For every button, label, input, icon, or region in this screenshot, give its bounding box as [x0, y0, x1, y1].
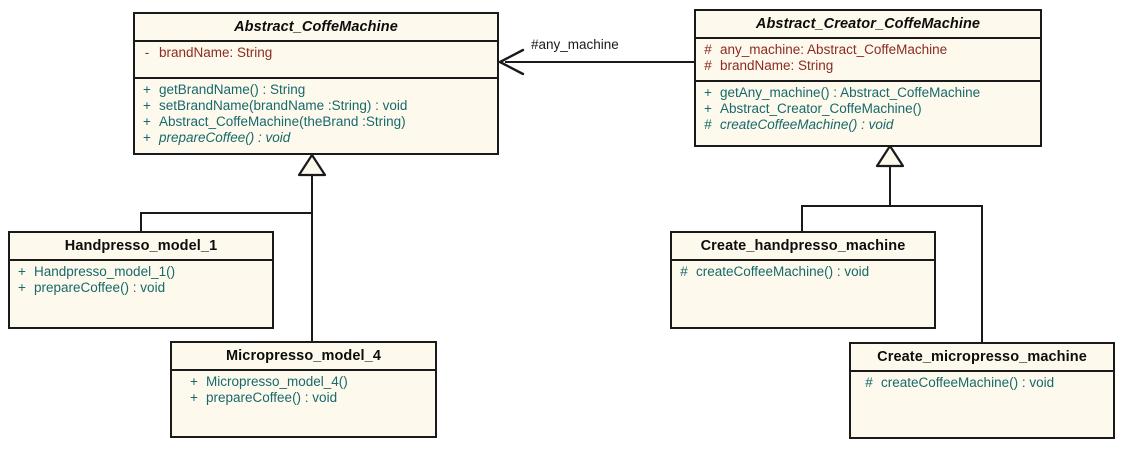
generalization-trunk-right: [889, 163, 891, 207]
class-separator: [696, 80, 1040, 82]
methods-compartment: # createCoffeeMachine() : void: [672, 261, 934, 283]
visibility-marker: +: [143, 82, 151, 97]
method-label: Handpresso_model_1(): [34, 264, 176, 279]
generalization-crossbar-right: [801, 205, 983, 207]
class-box-abstract-creator-coffemachine[interactable]: Abstract_Creator_CoffeMachine # any_mach…: [694, 9, 1042, 147]
attribute-row: # brandName: String: [696, 58, 1040, 74]
methods-compartment: + getAny_machine() : Abstract_CoffeMachi…: [696, 82, 1040, 136]
class-separator: [135, 77, 497, 79]
class-title-handpresso-model-1: Handpresso_model_1: [64, 238, 218, 254]
class-box-abstract-coffemachine[interactable]: Abstract_CoffeMachine - brandName: Strin…: [133, 12, 499, 155]
generalization-drop-micropresso: [311, 212, 313, 342]
methods-compartment: + getBrandName() : String + setBrandName…: [135, 79, 497, 149]
visibility-marker: #: [704, 42, 712, 57]
attribute-label: brandName: String: [159, 45, 273, 60]
class-separator: [10, 259, 272, 261]
class-box-handpresso-model-1[interactable]: Handpresso_model_1 + Handpresso_model_1(…: [8, 231, 274, 329]
methods-compartment: + Micropresso_model_4() + prepareCoffee(…: [172, 371, 435, 409]
method-row: + prepareCoffee() : void: [182, 390, 435, 406]
generalization-trunk-left: [311, 172, 313, 214]
visibility-marker: +: [190, 374, 198, 389]
method-label: Micropresso_model_4(): [206, 374, 348, 389]
visibility-marker: #: [704, 58, 712, 73]
attributes-compartment: # any_machine: Abstract_CoffeMachine # b…: [696, 39, 1040, 80]
visibility-marker: +: [143, 98, 151, 113]
attribute-row: - brandName: String: [135, 45, 497, 61]
visibility-marker: -: [144, 45, 150, 60]
method-row: # createCoffeeMachine() : void: [672, 264, 934, 280]
method-label: getAny_machine() : Abstract_CoffeMachine: [720, 85, 981, 100]
generalization-drop-create-micropresso: [981, 205, 983, 343]
method-label: createCoffeeMachine() : void: [881, 375, 1055, 390]
class-separator: [696, 37, 1040, 39]
method-label: getBrandName() : String: [159, 82, 306, 97]
method-row: + setBrandName(brandName :String) : void: [135, 98, 497, 114]
class-title-abstract-creator-coffemachine: Abstract_Creator_CoffeMachine: [755, 16, 981, 32]
attributes-compartment: - brandName: String: [135, 42, 497, 77]
method-label: prepareCoffee() : void: [206, 390, 338, 405]
method-row: + prepareCoffee() : void: [10, 280, 272, 296]
method-row: + getAny_machine() : Abstract_CoffeMachi…: [696, 85, 1040, 101]
visibility-marker: +: [18, 264, 26, 279]
visibility-marker: +: [704, 85, 712, 100]
class-title-create-micropresso-machine: Create_micropresso_machine: [877, 349, 1087, 365]
method-label: createCoffeeMachine() : void: [720, 117, 894, 132]
method-row: + Abstract_Creator_CoffeMachine(): [696, 101, 1040, 117]
method-row: + Handpresso_model_1(): [10, 264, 272, 280]
class-separator: [672, 259, 934, 261]
method-row: + getBrandName() : String: [135, 82, 497, 98]
methods-compartment: # createCoffeeMachine() : void: [851, 372, 1113, 394]
method-row: + prepareCoffee() : void: [135, 130, 497, 146]
attribute-label: any_machine: Abstract_CoffeMachine: [720, 42, 948, 57]
class-title-micropresso-model-4: Micropresso_model_4: [225, 348, 381, 364]
attribute-label: brandName: String: [720, 58, 834, 73]
method-row: + Micropresso_model_4(): [182, 374, 435, 390]
method-label: Abstract_Creator_CoffeMachine(): [720, 101, 922, 116]
association-label-any-machine: #any_machine: [531, 37, 619, 52]
method-row: # createCoffeeMachine() : void: [857, 375, 1113, 391]
class-box-create-micropresso-machine[interactable]: Create_micropresso_machine # createCoffe…: [849, 342, 1115, 439]
class-title-abstract-coffemachine: Abstract_CoffeMachine: [234, 19, 398, 35]
visibility-marker: #: [680, 264, 688, 279]
class-separator: [851, 370, 1113, 372]
visibility-marker: #: [865, 375, 873, 390]
visibility-marker: +: [143, 114, 151, 129]
class-box-create-handpresso-machine[interactable]: Create_handpresso_machine # createCoffee…: [670, 231, 936, 329]
visibility-marker: +: [704, 101, 712, 116]
visibility-marker: #: [704, 117, 712, 132]
method-label: Abstract_CoffeMachine(theBrand :String): [159, 114, 406, 129]
method-label: setBrandName(brandName :String) : void: [159, 98, 408, 113]
class-box-micropresso-model-4[interactable]: Micropresso_model_4 + Micropresso_model_…: [170, 341, 437, 438]
method-row: + Abstract_CoffeMachine(theBrand :String…: [135, 114, 497, 130]
generalization-drop-create-handpresso: [801, 205, 803, 232]
visibility-marker: +: [18, 280, 26, 295]
class-separator: [172, 369, 435, 371]
class-separator: [135, 40, 497, 42]
association-line-any-machine: [505, 61, 695, 63]
method-row: # createCoffeeMachine() : void: [696, 117, 1040, 133]
method-label: prepareCoffee() : void: [159, 130, 291, 145]
visibility-marker: +: [190, 390, 198, 405]
class-title-create-handpresso-machine: Create_handpresso_machine: [700, 238, 906, 254]
methods-compartment: + Handpresso_model_1() + prepareCoffee()…: [10, 261, 272, 299]
generalization-drop-handpresso: [140, 212, 142, 233]
method-label: createCoffeeMachine() : void: [696, 264, 870, 279]
visibility-marker: +: [143, 130, 151, 145]
attribute-row: # any_machine: Abstract_CoffeMachine: [696, 42, 1040, 58]
generalization-crossbar-left: [140, 212, 313, 214]
method-label: prepareCoffee() : void: [34, 280, 166, 295]
